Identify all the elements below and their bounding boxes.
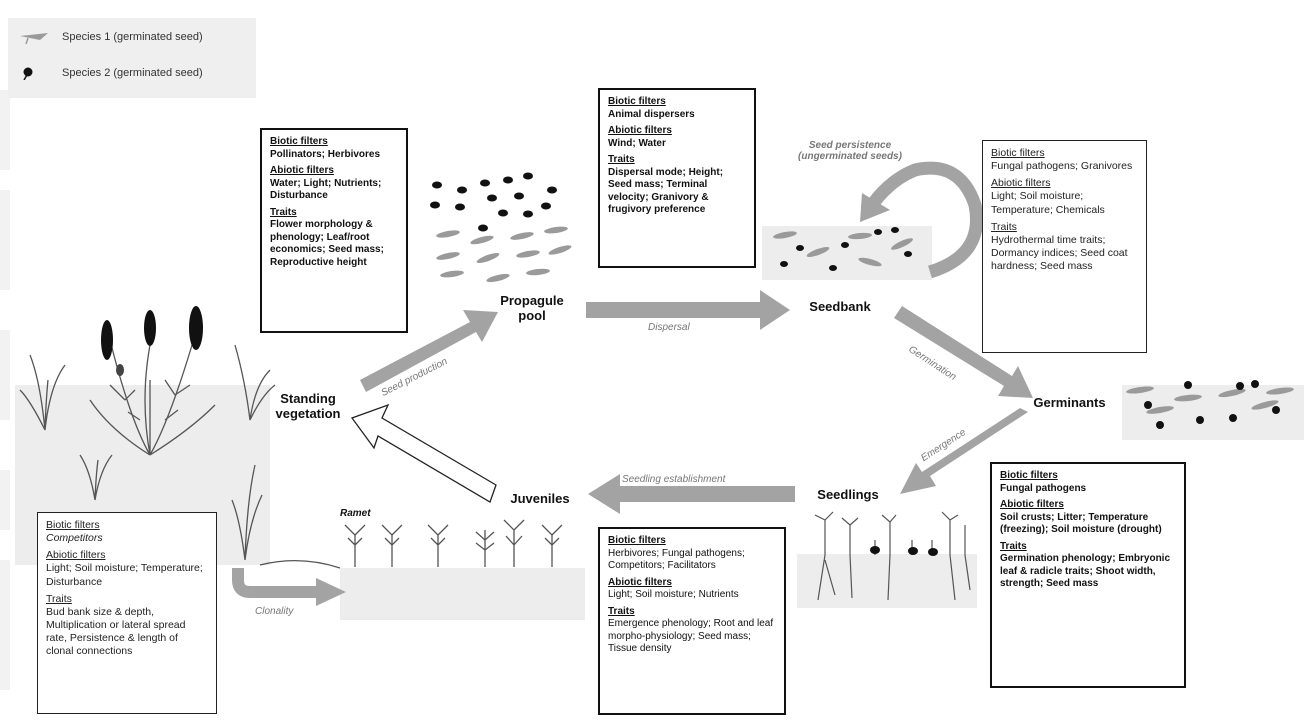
light-seed-icon [20,33,48,44]
juveniles-to-standing-arrow [350,403,497,503]
abiotic-filters-heading: Abiotic filters [608,576,672,588]
label-seedling-establishment: Seedling establishment [622,474,726,485]
label-clonality: Clonality [255,606,294,617]
seedling-establishment-arrow [588,474,795,514]
abiotic-filters-heading: Abiotic filters [270,165,334,176]
legend: Species 1 (germinated seed) Species 2 (g… [8,18,256,98]
biotic-filters-text: Herbivores; Fungal pathogens; Competitor… [608,547,745,572]
stage-seedbank: Seedbank [809,299,871,314]
filter-box-seedbank: Biotic filters Fungal pathogens; Granivo… [982,140,1147,353]
stage-ramet: Ramet [340,508,371,519]
legend-label-species2: Species 2 (germinated seed) [62,67,203,79]
filter-box-seedlings: Biotic filters Fungal pathogens Abiotic … [990,462,1186,688]
abiotic-filters-heading: Abiotic filters [46,549,106,562]
seed-production-arrow [360,310,498,392]
emergence-arrow [900,408,1028,494]
seed-persistence-arrowhead [860,193,890,222]
stage-seedlings: Seedlings [817,487,879,502]
abiotic-filters-text: Water; Light; Nutrients; Disturbance [270,177,382,202]
abiotic-filters-heading: Abiotic filters [991,177,1051,190]
seed-heads [101,306,203,376]
dispersal-arrow [586,290,790,330]
stage-standing-vegetation: Standing vegetation [275,391,341,421]
abiotic-filters-text: Light; Soil moisture; Temperature; Chemi… [991,190,1105,216]
watermark-strip [0,90,10,690]
dark-seed-icon [23,67,33,80]
filter-box-clonal: Biotic filters Competitors Abiotic filte… [37,512,217,714]
stage-germinants: Germinants [1033,395,1106,410]
traits-text: Bud bank size & depth, Multiplication or… [46,605,186,658]
biotic-filters-text: Animal dispersers [608,108,695,120]
biotic-filters-heading: Biotic filters [608,96,666,107]
biotic-filters-heading: Biotic filters [270,136,328,147]
abiotic-filters-text: Light; Soil moisture; Temperature; Distu… [46,562,203,588]
traits-text: Dispersal mode; Height; Seed mass; Termi… [608,166,724,216]
abiotic-filters-heading: Abiotic filters [608,125,672,136]
filter-box-standing: Biotic filters Pollinators; Herbivores A… [260,128,408,333]
seed-persistence-arrow [866,161,983,279]
biotic-filters-heading: Biotic filters [608,535,666,546]
seedbank-seeds [773,227,913,271]
traits-heading: Traits [991,220,1017,233]
legend-item-species2: Species 2 (germinated seed) [18,66,203,80]
biotic-filters-heading: Biotic filters [1000,470,1058,481]
legend-label-species1: Species 1 (germinated seed) [62,31,203,43]
traits-heading: Traits [46,592,72,605]
stage-propagule-pool: Propagule pool [500,293,564,323]
standing-vegetation-illustration [19,334,276,561]
seedlings-illustration [814,511,971,601]
juveniles-illustration [259,519,563,569]
clonality-arrow [232,568,346,606]
traits-text: Hydrothermal time traits; Dormancy indic… [991,233,1128,272]
filter-box-juveniles: Biotic filters Herbivores; Fungal pathog… [598,527,786,715]
abiotic-filters-text: Soil crusts; Litter; Temperature (freezi… [1000,511,1162,536]
abiotic-filters-heading: Abiotic filters [1000,499,1064,510]
biotic-filters-text: Competitors [46,532,103,545]
label-seed-persistence: Seed persistence (ungerminated seeds) [798,140,902,162]
abiotic-filters-text: Light; Soil moisture; Nutrients [608,589,739,600]
traits-heading: Traits [608,154,635,165]
traits-heading: Traits [1000,540,1027,552]
legend-item-species1: Species 1 (germinated seed) [18,30,203,44]
biotic-filters-heading: Biotic filters [46,519,100,531]
traits-heading: Traits [270,206,297,218]
seedling-seeds [870,546,938,556]
abiotic-filters-text: Wind; Water [608,137,666,149]
filter-box-dispersal: Biotic filters Animal dispersers Abiotic… [598,88,756,268]
germination-arrow [894,306,1033,398]
biotic-filters-text: Fungal pathogens; Granivores [991,160,1133,173]
biotic-filters-text: Fungal pathogens [1000,482,1087,494]
traits-text: Emergence phenology; Root and leaf morph… [608,618,774,654]
biotic-filters-heading: Biotic filters [991,147,1045,159]
traits-heading: Traits [608,605,635,617]
stage-juveniles: Juveniles [510,491,570,506]
juveniles-soil [340,568,585,620]
biotic-filters-text: Pollinators; Herbivores [270,148,381,160]
propagule-seeds [430,172,572,283]
traits-text: Germination phenology; Embryonic leaf & … [1000,553,1171,589]
traits-text: Flower morphology & phenology; Leaf/root… [270,219,384,268]
seedlings-soil [797,554,977,608]
germinants-seeds [1126,380,1294,429]
label-dispersal: Dispersal [648,322,690,333]
